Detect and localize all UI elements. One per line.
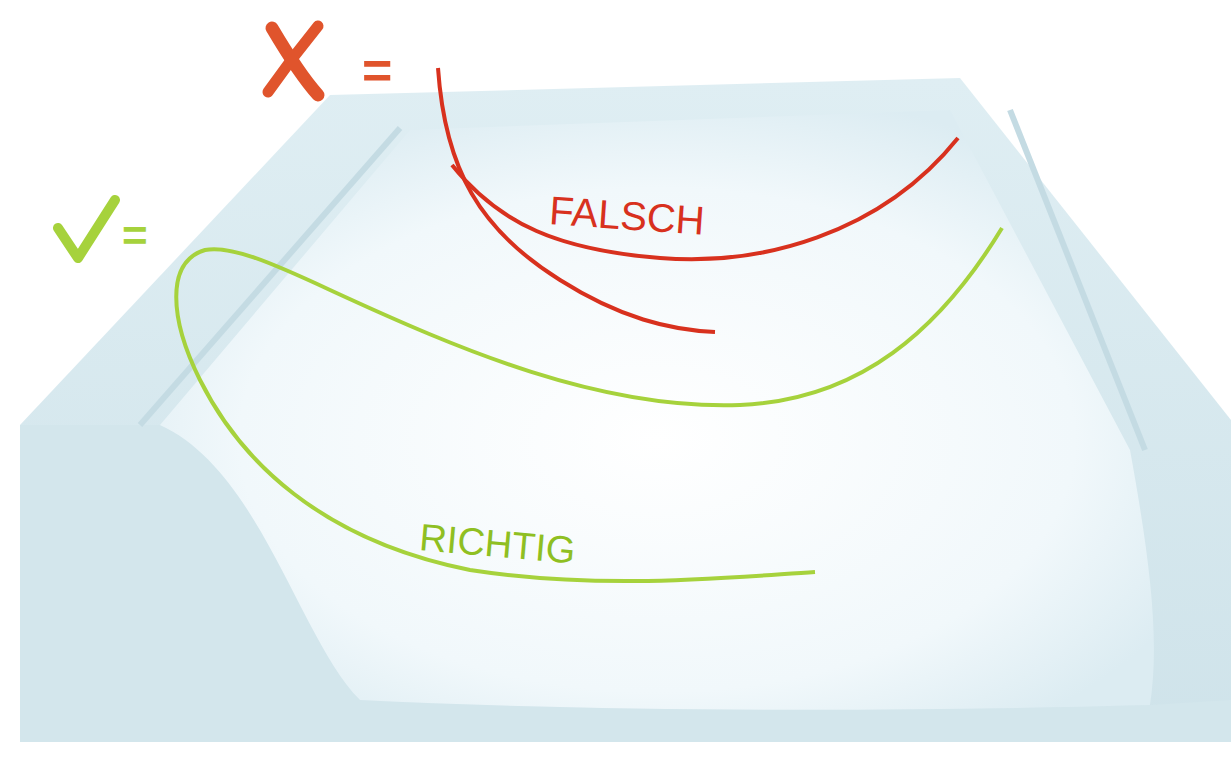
right-line xyxy=(176,228,1002,581)
ramp-body xyxy=(20,78,1231,742)
equals-sign: = xyxy=(362,44,392,96)
right-symbol xyxy=(58,200,115,258)
wrong-line xyxy=(438,68,715,332)
wrong-caption: FALSCH xyxy=(548,190,706,241)
wrong-line xyxy=(452,138,958,259)
bowl-surface xyxy=(160,110,1154,710)
right-rim xyxy=(1010,110,1145,450)
equals-sign: = xyxy=(122,214,148,258)
wrong-symbol xyxy=(268,26,318,92)
